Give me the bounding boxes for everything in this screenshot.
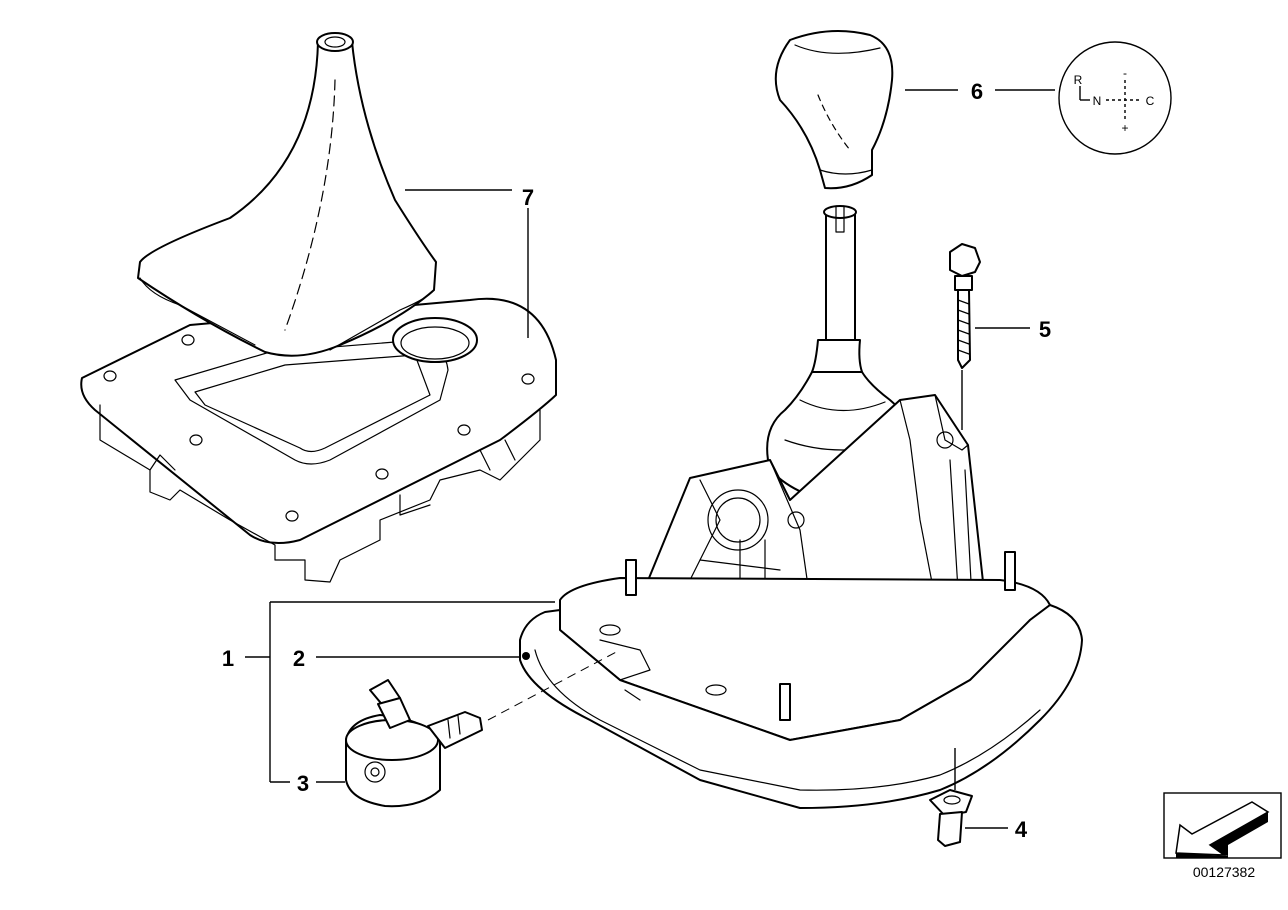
shift-pattern-inset: R N C - + [1058, 41, 1172, 155]
arrow-left-down-icon [1175, 801, 1270, 858]
leader-lines [245, 89, 1055, 829]
part-7-shift-boot-with-frame [80, 32, 557, 583]
pattern-label-n: N [1093, 94, 1102, 108]
callout-1: 1 [222, 646, 234, 671]
part-3-sensor [345, 679, 483, 808]
document-number: 00127382 [1193, 864, 1256, 880]
pattern-label-minus: - [1123, 66, 1127, 80]
part-5-bolt [949, 243, 981, 369]
pattern-label-c: C [1146, 94, 1155, 108]
callout-5: 5 [1039, 317, 1051, 342]
callout-2: 2 [293, 646, 305, 671]
part-6-shift-knob [774, 30, 894, 190]
callout-6: 6 [971, 79, 983, 104]
callout-3: 3 [297, 771, 309, 796]
part-4-clip-nut [929, 789, 973, 847]
pattern-label-plus: + [1121, 121, 1128, 135]
part-1-shifter-housing [519, 205, 1083, 809]
callout-4: 4 [1015, 817, 1028, 842]
pattern-label-r: R [1074, 73, 1083, 87]
part-2-marker-dot [522, 652, 530, 660]
callout-7: 7 [522, 185, 534, 210]
nav-arrow-box[interactable] [1163, 792, 1282, 859]
